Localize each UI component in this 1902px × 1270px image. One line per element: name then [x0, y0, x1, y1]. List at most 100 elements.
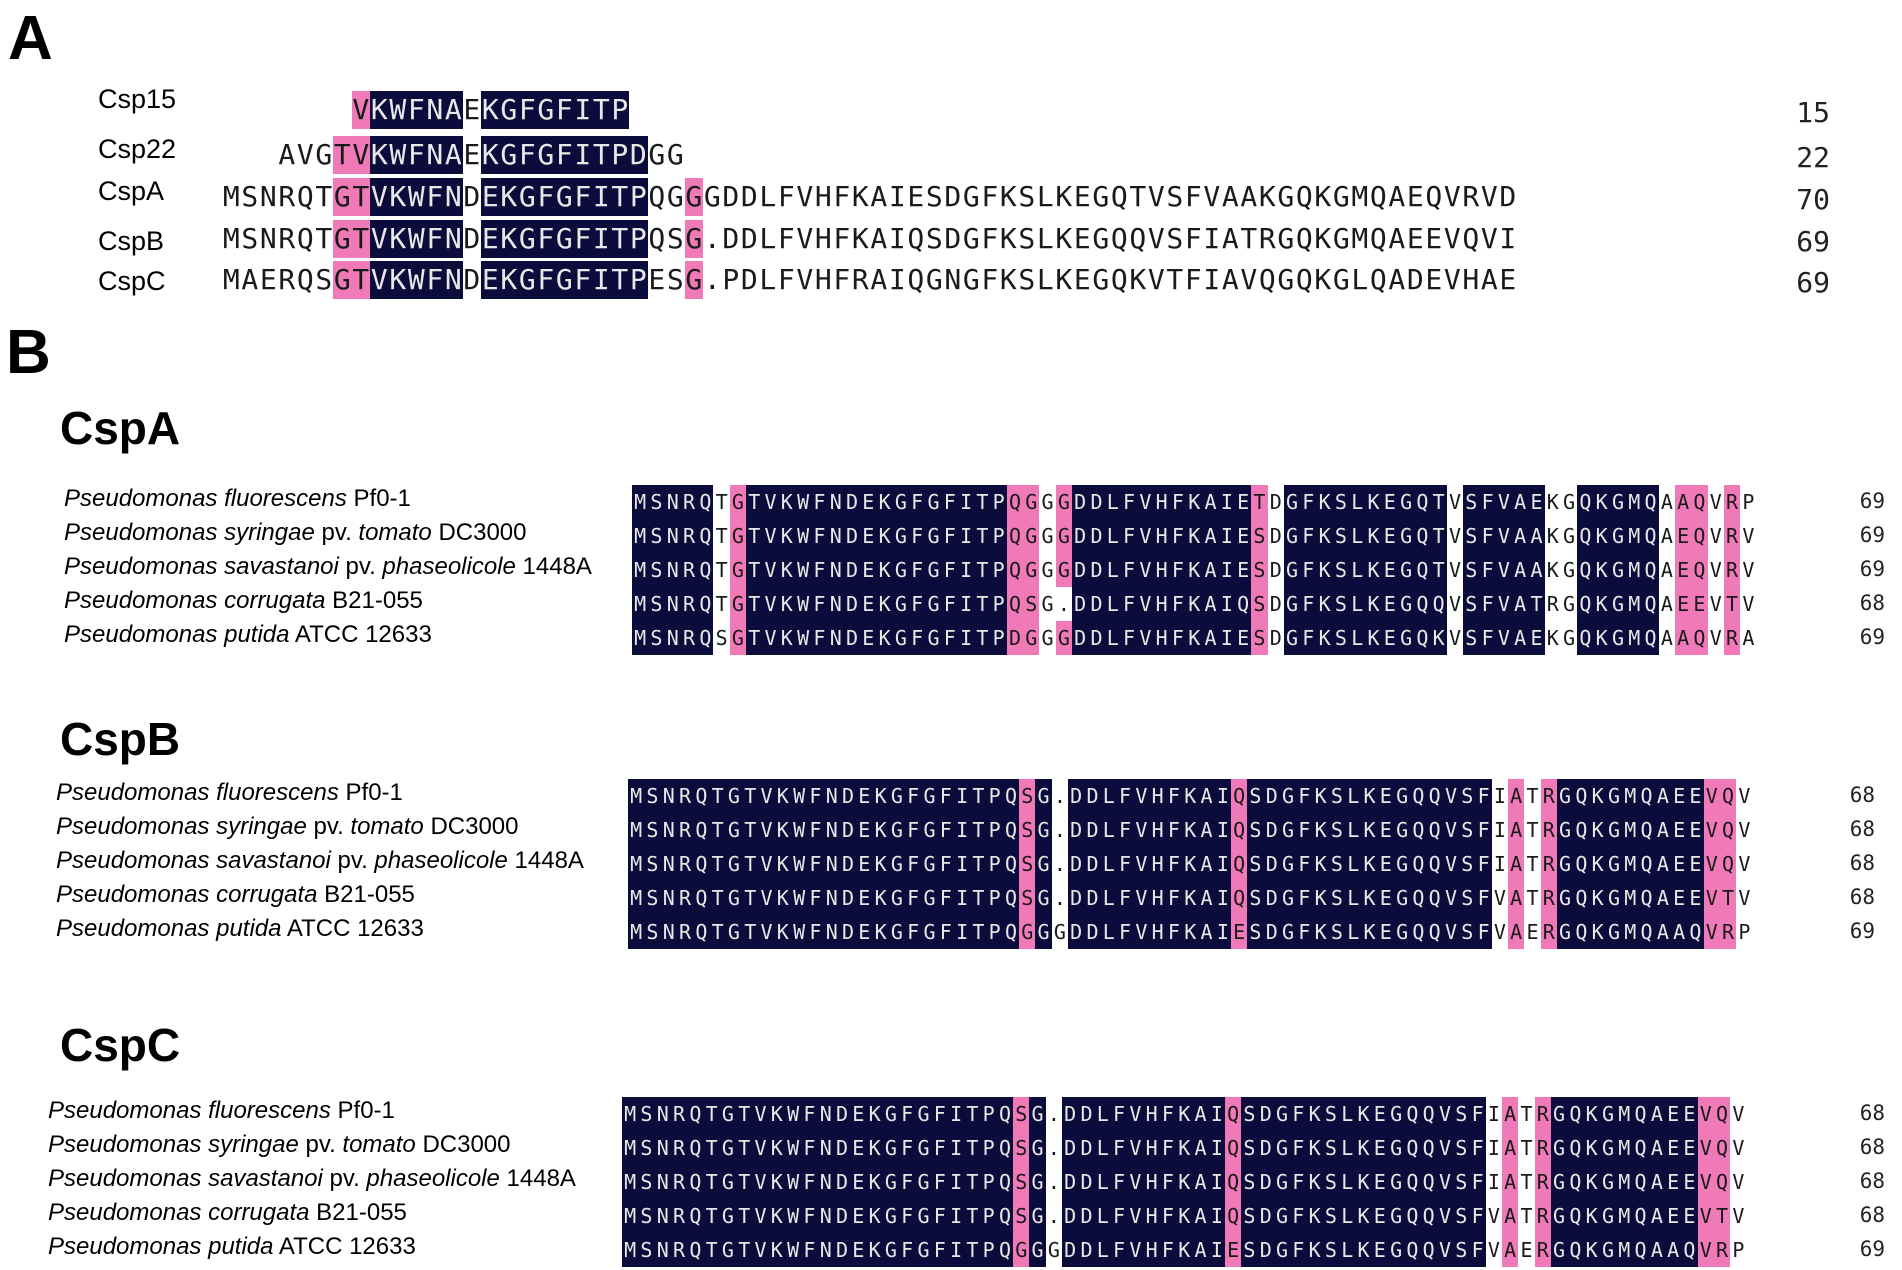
residue: E: [1234, 485, 1252, 519]
residue: I: [947, 1199, 965, 1233]
residue: M: [632, 519, 649, 553]
residue: T: [703, 1165, 720, 1199]
residue: M: [1622, 779, 1639, 813]
residue: D: [1078, 1233, 1095, 1267]
residue: S: [315, 263, 333, 296]
residue: F: [1296, 779, 1313, 813]
residue: M: [622, 1233, 639, 1267]
organism-genus: Pseudomonas corrugata: [48, 1199, 310, 1226]
residue: [259, 91, 278, 129]
residue: S: [1332, 621, 1350, 655]
residue: S: [1328, 881, 1346, 915]
residue: F: [807, 813, 824, 847]
residue: E: [1425, 222, 1443, 255]
residue: K: [1176, 1097, 1193, 1131]
residue: E: [860, 587, 877, 621]
residue: F: [1475, 915, 1492, 949]
residue: R: [1534, 1097, 1551, 1131]
residue: R: [1713, 1233, 1731, 1267]
residue: P: [990, 621, 1007, 655]
residue: T: [964, 1097, 981, 1131]
residue: L: [1036, 263, 1054, 296]
organism-mid: pv.: [314, 519, 359, 546]
residue: G: [1556, 881, 1574, 915]
residue: T: [709, 779, 726, 813]
residue: L: [1100, 847, 1117, 881]
residue: Q: [1691, 485, 1708, 519]
residue: K: [1306, 1165, 1323, 1199]
residue: V: [1448, 626, 1462, 650]
residue: L: [759, 263, 777, 296]
residue: H: [1143, 1165, 1160, 1199]
residue: K: [1546, 626, 1559, 650]
residue: S: [1459, 813, 1476, 847]
residue: D: [463, 263, 481, 296]
residue: S: [644, 847, 661, 881]
residue: S: [638, 1097, 655, 1131]
residue: S: [1166, 222, 1184, 255]
organism-strain: B21-055: [317, 881, 415, 908]
residue: D: [1084, 813, 1101, 847]
residue: G: [555, 220, 574, 258]
residue: G: [536, 136, 555, 174]
residue: Q: [1573, 881, 1590, 915]
residue: I: [1493, 818, 1506, 842]
residue: T: [610, 261, 629, 299]
residue: K: [778, 587, 795, 621]
residue: G: [1397, 587, 1415, 621]
residue: V: [758, 779, 775, 813]
residue: I: [947, 1233, 965, 1267]
residue: H: [1149, 847, 1166, 881]
residue: F: [1159, 1097, 1177, 1131]
residue: F: [1116, 847, 1134, 881]
residue: V: [1436, 1097, 1454, 1131]
residue: Q: [1414, 519, 1431, 553]
residue: F: [1290, 1199, 1307, 1233]
residue: E: [1377, 813, 1394, 847]
residue: G: [1277, 222, 1295, 255]
residue: M: [1622, 847, 1639, 881]
residue: A: [1502, 1165, 1519, 1199]
organism-strain: B21-055: [325, 587, 423, 614]
residue: V: [1127, 1233, 1144, 1267]
residue: A: [1221, 180, 1239, 213]
organism-genus: Pseudomonas fluorescens: [56, 779, 339, 806]
residue: E: [1687, 813, 1704, 847]
residue: E: [1675, 553, 1692, 587]
residue: K: [1176, 1165, 1193, 1199]
residue: D: [833, 1199, 851, 1233]
residue: K: [999, 263, 1017, 296]
residue: H: [1153, 485, 1170, 519]
residue: A: [241, 263, 259, 296]
residue: T: [715, 592, 728, 616]
residue: S: [1241, 1233, 1258, 1267]
residue: A: [1192, 1131, 1209, 1165]
residue: T: [736, 1097, 753, 1131]
residue: G: [1041, 558, 1054, 582]
residue: P: [1738, 920, 1751, 944]
residue: Q: [1369, 180, 1387, 213]
residue: S: [1322, 1131, 1340, 1165]
residue: F: [1165, 915, 1183, 949]
residue: E: [860, 621, 877, 655]
residue: A: [1198, 847, 1215, 881]
residue: N: [425, 136, 444, 174]
residue: S: [1241, 1097, 1258, 1131]
residue: S: [1166, 180, 1184, 213]
residue: R: [1534, 1233, 1551, 1267]
residue: Q: [1642, 621, 1659, 655]
residue: E: [1224, 1233, 1242, 1267]
residue: K: [1361, 847, 1378, 881]
residue: K: [1361, 915, 1378, 949]
organism-genus: Pseudomonas fluorescens: [64, 485, 347, 512]
protein-section-title: CspA: [60, 402, 181, 454]
organism-strain: Pf0-1: [338, 779, 403, 806]
residue: D: [1072, 553, 1089, 587]
residue: S: [648, 621, 665, 655]
residue: Q: [1420, 1097, 1437, 1131]
residue: E: [1230, 915, 1248, 949]
residue: F: [905, 813, 922, 847]
residue: T: [742, 779, 759, 813]
residue: G: [1035, 881, 1052, 915]
